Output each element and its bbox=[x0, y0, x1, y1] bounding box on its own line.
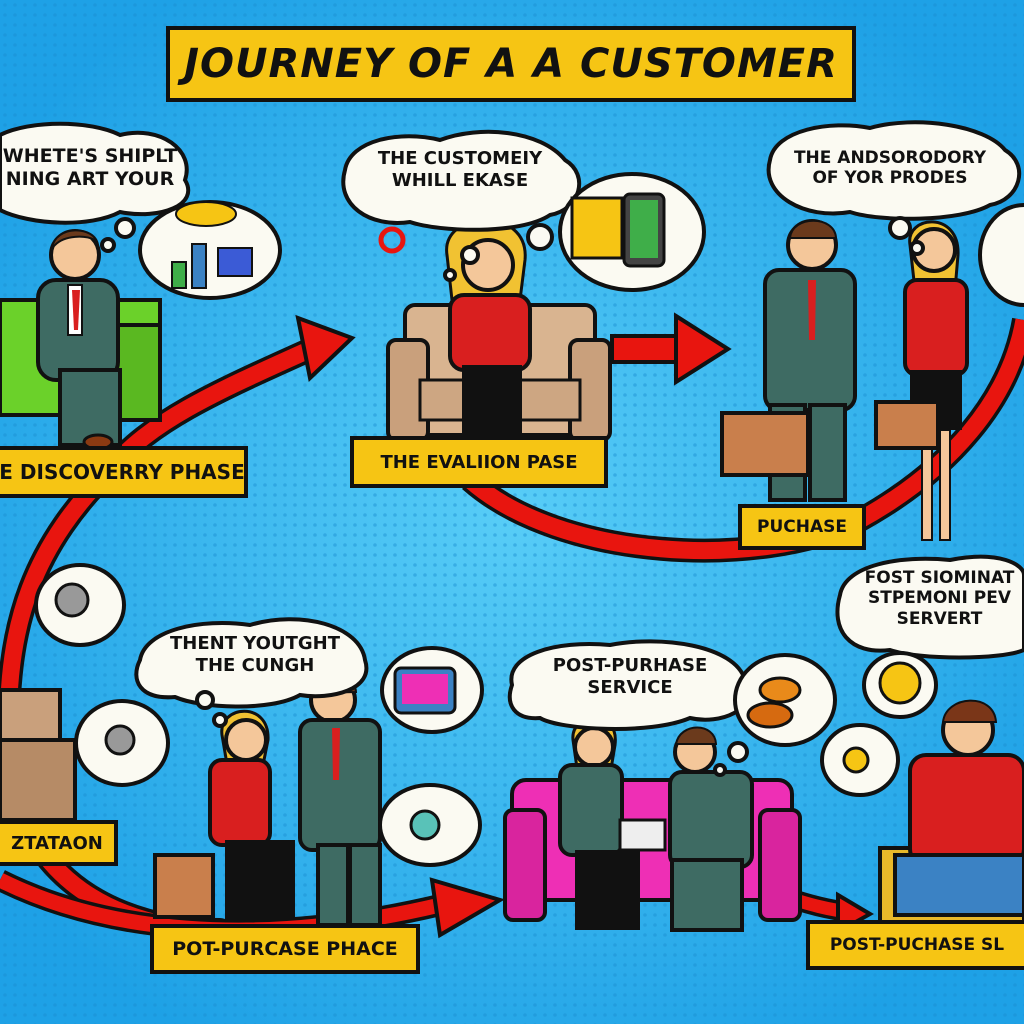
bubble-line: THE CUNGH bbox=[195, 654, 315, 676]
gear-icons bbox=[54, 582, 441, 841]
woman-consideration bbox=[153, 709, 295, 920]
bubble-purchase-img bbox=[978, 203, 1024, 307]
bubble-line: THE ANDSORODORY bbox=[793, 148, 987, 168]
bubble-right bbox=[835, 554, 1024, 660]
bubble-line: POST-PURHASE bbox=[552, 655, 708, 676]
page-title: JOURNEY OF A A CUSTOMER bbox=[166, 26, 856, 102]
man-red-jacket bbox=[878, 699, 1024, 930]
bubble-line: SERVERT bbox=[896, 608, 983, 629]
man-purchase bbox=[720, 219, 857, 502]
bubble-line: WHETE'S SHIPLT bbox=[2, 145, 178, 167]
bubble-consideration-text: THENT YOUTGHT THE CUNGH bbox=[160, 633, 350, 676]
tablet-icon bbox=[393, 666, 457, 715]
bubble-line: NING ART YOUR bbox=[5, 167, 175, 190]
left-boxes bbox=[0, 688, 77, 822]
bubble-consideration bbox=[134, 617, 369, 709]
bubble-line: STPEMONI PEV bbox=[868, 588, 1011, 609]
label-post-purchase-phase: POT-PURCASE PHACE bbox=[150, 924, 420, 974]
label-left-partial: ZTATAON bbox=[0, 820, 118, 866]
bubble-purchase bbox=[766, 120, 1022, 221]
bubble-purchase-text: THE ANDSORODORY OF YOR PRODES bbox=[790, 148, 990, 189]
bubble-line: SERVICE bbox=[587, 676, 673, 698]
bubble-line: WHILL EKASE bbox=[391, 169, 529, 191]
bubble-line: THENT YOUTGHT bbox=[170, 633, 340, 654]
red-ring-icon bbox=[378, 226, 406, 254]
bubble-line: OF YOR PRODES bbox=[812, 168, 968, 189]
bubble-right-text: FOST SIOMINAT STPEMONI PEV SERVERT bbox=[855, 568, 1024, 629]
label-evaluation-phase: THE EVALIION PASE bbox=[350, 436, 608, 488]
label-purchase: PUCHASE bbox=[738, 504, 866, 550]
bubble-discovery-text: WHETE'S SHIPLT NING ART YOUR bbox=[0, 145, 180, 191]
bubble-line: THE CUSTOMEIY bbox=[377, 148, 543, 169]
man-service bbox=[668, 726, 754, 932]
man-discovery bbox=[36, 229, 122, 451]
product-icons bbox=[570, 192, 666, 268]
arrow-head-1 bbox=[295, 314, 356, 382]
woman-purchase bbox=[874, 220, 969, 541]
bubble-line: FOST SIOMINAT bbox=[864, 568, 1015, 588]
food-icon bbox=[746, 676, 802, 729]
woman-service bbox=[558, 716, 667, 930]
bubble-discovery bbox=[0, 121, 191, 225]
label-post-purchase-service: POST-PUCHASE SL bbox=[806, 920, 1024, 970]
chart-icon bbox=[171, 201, 253, 289]
bubble-evaluation-text: THE CUSTOMEIY WHILL EKASE bbox=[370, 148, 550, 191]
label-discovery-phase: E DISCOVERRY PHASE bbox=[0, 446, 248, 498]
bubble-service-text: POST-PURHASE SERVICE bbox=[540, 655, 720, 698]
coin-icon bbox=[842, 661, 922, 774]
